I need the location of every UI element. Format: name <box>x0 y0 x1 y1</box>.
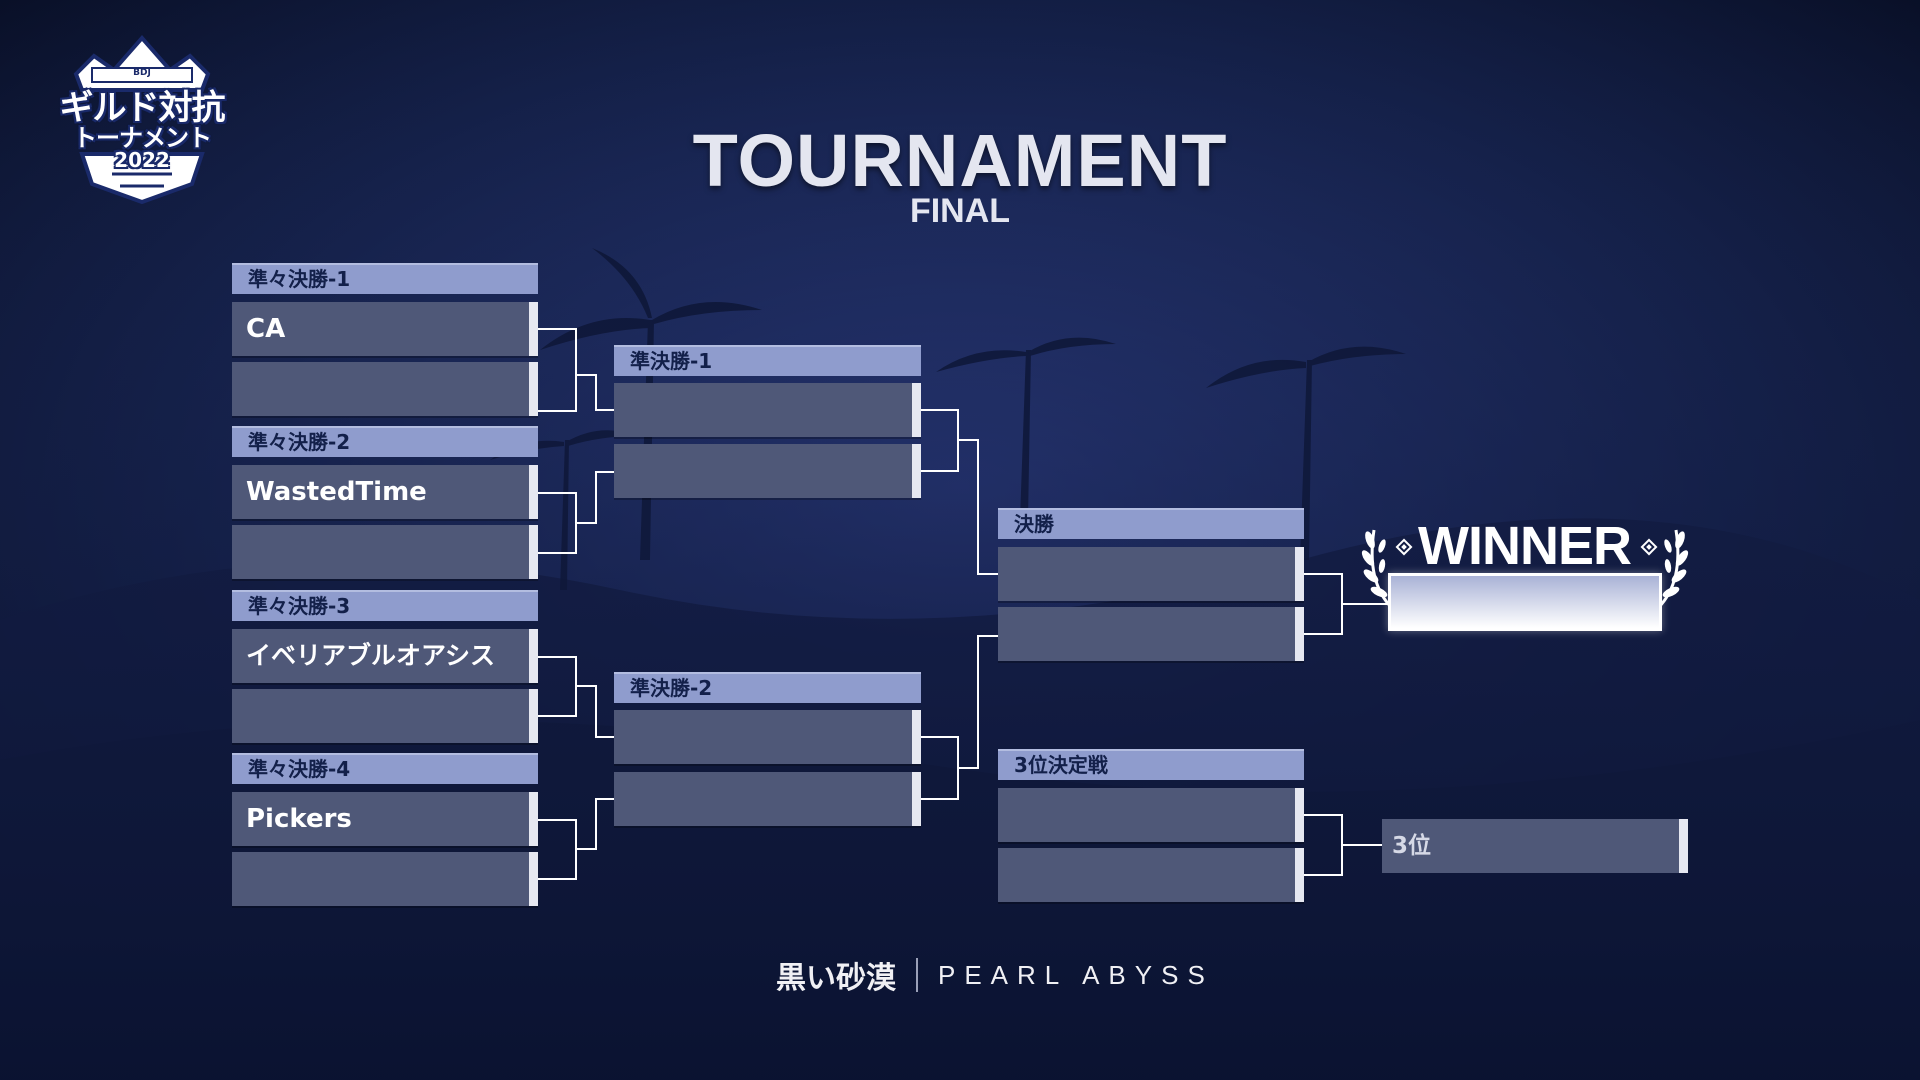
final-team2-slot[interactable] <box>998 607 1304 661</box>
third-match-team1-slot[interactable] <box>998 788 1304 842</box>
qf1-team2-slot[interactable] <box>232 362 538 416</box>
footer-divider <box>916 958 918 992</box>
laurel-left-icon <box>1361 529 1394 610</box>
slot-bar <box>1295 788 1304 842</box>
diamond-left-icon <box>1395 538 1413 556</box>
team-name: Pickers <box>246 804 352 834</box>
slot-bar <box>529 792 538 846</box>
logo-emblem <box>73 34 211 205</box>
slot-bar <box>1679 819 1688 873</box>
qf4-team1-slot[interactable]: Pickers <box>232 792 538 846</box>
slot-bar <box>1295 547 1304 601</box>
qf3-team2-slot[interactable] <box>232 689 538 743</box>
page-subtitle: FINAL <box>909 192 1011 230</box>
slot-bar <box>529 689 538 743</box>
page-title: TOURNAMENT <box>692 119 1228 202</box>
winner-label: WINNER <box>1418 516 1632 576</box>
sf2-team1-slot[interactable] <box>614 710 921 764</box>
laurel-right-icon <box>1656 529 1689 610</box>
team-name: WastedTime <box>246 477 427 507</box>
logo-year: 2022 <box>114 148 170 172</box>
slot-bar <box>529 525 538 579</box>
slot-bar <box>529 852 538 906</box>
qf4-header: 準々決勝-4 <box>232 753 538 784</box>
game-logo-text: 黒い砂漠 <box>776 961 896 996</box>
third-match-team2-slot[interactable] <box>998 848 1304 902</box>
team-name: イベリアブルオアシス <box>246 641 496 670</box>
qf2-team2-slot[interactable] <box>232 525 538 579</box>
logo-badge-text: BDJ <box>133 68 151 78</box>
sf2-team2-slot[interactable] <box>614 772 921 826</box>
final-header: 決勝 <box>998 508 1304 539</box>
qf4-team2-slot[interactable] <box>232 852 538 906</box>
slot-bar <box>529 302 538 356</box>
slot-bar <box>529 362 538 416</box>
sf1-team1-slot[interactable] <box>614 383 921 437</box>
slot-bar <box>912 710 921 764</box>
sf2-header: 準決勝-2 <box>614 672 921 703</box>
qf1-team1-slot[interactable]: CA <box>232 302 538 356</box>
qf1-header: 準々決勝-1 <box>232 263 538 294</box>
winner-slot[interactable] <box>1388 573 1662 631</box>
logo-subtitle: トーナメント <box>73 124 212 152</box>
qf3-team1-slot[interactable]: イベリアブルオアシス <box>232 629 538 683</box>
footer-logos: 黒い砂漠 PEARL ABYSS <box>776 955 1214 996</box>
logo-title: ギルド対抗 <box>59 88 226 128</box>
team-name: CA <box>246 314 286 344</box>
company-logo-text: PEARL ABYSS <box>938 959 1214 990</box>
sf1-header: 準決勝-1 <box>614 345 921 376</box>
sf1-team2-slot[interactable] <box>614 444 921 498</box>
slot-bar <box>912 383 921 437</box>
slot-bar <box>912 772 921 826</box>
slot-bar <box>912 444 921 498</box>
third-place-slot[interactable]: 3位 <box>1382 819 1688 873</box>
slot-bar <box>1295 607 1304 661</box>
third-place-match-header: 3位決定戦 <box>998 749 1304 780</box>
qf3-header: 準々決勝-3 <box>232 590 538 621</box>
slot-bar <box>1295 848 1304 902</box>
event-logo: BDJ ギルド対抗 トーナメント 2022 <box>42 34 242 205</box>
qf2-team1-slot[interactable]: WastedTime <box>232 465 538 519</box>
final-team1-slot[interactable] <box>998 547 1304 601</box>
qf2-header: 準々決勝-2 <box>232 426 538 457</box>
slot-bar <box>529 465 538 519</box>
diamond-right-icon <box>1640 538 1658 556</box>
third-place-label: 3位 <box>1392 833 1432 859</box>
slot-bar <box>529 629 538 683</box>
